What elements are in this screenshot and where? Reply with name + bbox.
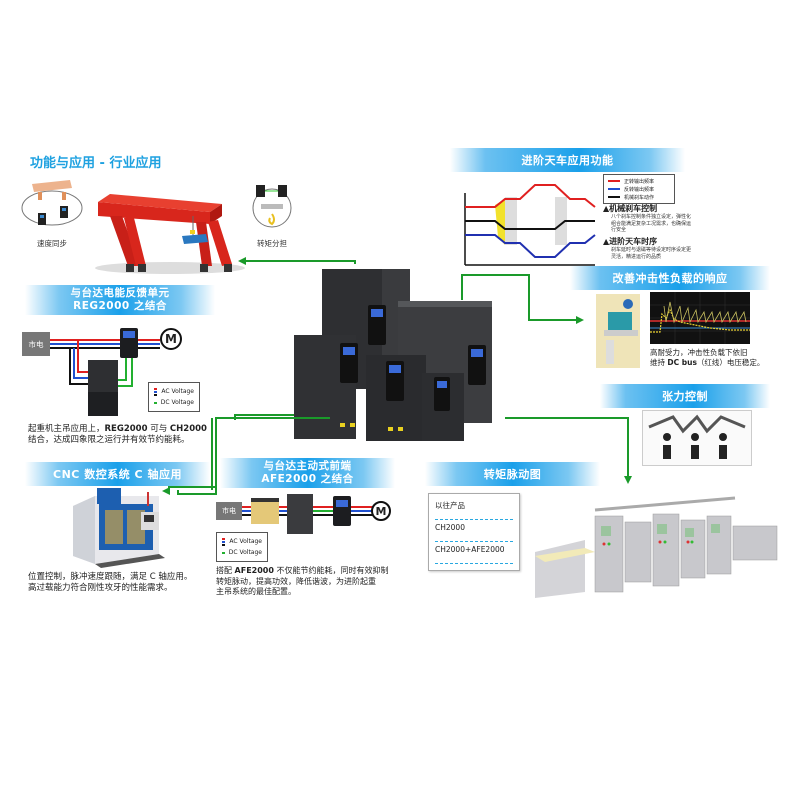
afe2000-legend: AC Voltage DC Voltage	[216, 532, 268, 562]
torque-item-legacy: 以往产品	[435, 498, 513, 520]
torque-ripple-legend: 以往产品 CH2000 CH2000+AFE2000	[428, 493, 520, 571]
legend-dc-label: DC Voltage	[160, 399, 194, 406]
legend-ac-label: AC Voltage	[161, 388, 194, 395]
reg2000-banner: 与台达电能反馈单元 REG2000 之结合	[25, 285, 215, 315]
reg2000-motor-icon: M	[160, 328, 182, 350]
drive-medium-center	[366, 355, 426, 441]
crane-timing-diagram	[464, 184, 596, 266]
afe2000-grid-source-box: 市电	[216, 502, 242, 520]
reg2000-caption: 起重机主吊应用上，REG2000 可与 CH2000 结合，达成四象限之运行并有…	[28, 424, 207, 445]
timing-legend-forward: 正转输出频率	[608, 178, 655, 185]
torque-split-label: 转矩分担	[257, 239, 287, 248]
crane-sequence-text: 刹车延时与退磁等待设定时序设定更灵活，精进运行的品质	[611, 247, 692, 260]
cnc-banner: CNC 数控系统 C 轴应用	[25, 462, 210, 486]
press-machine-image	[596, 294, 640, 368]
advanced-crane-banner: 进阶天车应用功能	[450, 148, 685, 172]
tension-control-image	[642, 410, 752, 466]
brake-control-title: ▲机械刹车控制	[603, 204, 658, 213]
tension-rollers-diagram	[648, 414, 746, 459]
cnc-caption: 位置控制，脉冲速度跟随，满足 C 轴应用。 高过载能力符合刚性攻牙的性能需求。	[28, 572, 193, 593]
legend-dc: DC Voltage	[154, 397, 194, 408]
crane-timing-legend: 正转输出频率 反转输出频率 机械刹车动作	[603, 174, 675, 204]
arrow-head-impact	[576, 316, 584, 324]
torque-ripple-banner: 转矩脉动图	[425, 462, 600, 486]
drive-tall-left	[294, 335, 358, 439]
printing-press-image	[535, 496, 778, 598]
afe-legend-dc-label: DC Voltage	[228, 549, 262, 556]
reg2000-wiring-diagram	[50, 328, 160, 416]
legend-ac: AC Voltage	[154, 386, 194, 397]
crane-sequence-note: ▲进阶天车时序 刹车延时与退磁等待设定时序设定更灵活，精进运行的品质	[603, 237, 693, 260]
page-title: 功能与应用 - 行业应用	[30, 156, 162, 171]
timing-legend-brake: 机械刹车动作	[608, 194, 655, 201]
afe-legend-ac: AC Voltage	[222, 536, 262, 547]
crane-illustration	[21, 180, 292, 274]
afe2000-wiring-diagram	[241, 494, 375, 534]
tension-banner: 张力控制	[600, 384, 770, 408]
afe2000-caption: 搭配 AFE2000 不仅能节约能耗，同时有效抑制 转矩脉动，提高功效，降低谐波…	[216, 566, 389, 596]
brake-control-note: ▲机械刹车控制 八个刹车控制条件独立设定，弹性化组合能满足复杂工况需求，也确保运…	[603, 204, 693, 234]
dc-bus-waveform	[650, 292, 750, 344]
torque-split-diagram	[252, 185, 292, 228]
torque-item-ch2000-afe2000: CH2000+AFE2000	[435, 542, 513, 564]
reg2000-banner-line2: REG2000 之结合	[73, 300, 167, 312]
cnc-machine-image	[73, 488, 165, 568]
impact-load-caption: 高耐受力，冲击性负载下依旧 维持 DC bus（红线）电压稳定。	[650, 348, 765, 367]
afe-legend-ac-label: AC Voltage	[229, 538, 262, 545]
drive-small-front	[422, 373, 464, 441]
reg2000-grid-source-box: 市电	[22, 332, 50, 356]
afe2000-motor-icon: M	[371, 501, 391, 521]
speed-sync-label: 速度同步	[37, 239, 67, 248]
afe2000-unit	[287, 494, 313, 534]
torque-item-ch2000: CH2000	[435, 520, 513, 542]
gantry-crane-icon	[95, 194, 245, 274]
reg2000-legend: AC Voltage DC Voltage	[148, 382, 200, 412]
afe2000-banner-line2: AFE2000 之结合	[261, 473, 354, 485]
reg2000-banner-line1: 与台达电能反馈单元	[70, 287, 170, 299]
connector-to-reg2000	[234, 414, 294, 420]
timing-legend-reverse: 反转输出频率	[608, 186, 655, 193]
afe2000-banner-line1: 与台达主动式前端	[263, 460, 352, 472]
reg2000-grid-label: 市电	[28, 339, 44, 349]
crane-sequence-title: ▲进阶天车时序	[603, 237, 658, 246]
afe2000-grid-label: 市电	[222, 507, 236, 515]
speed-sync-diagram	[21, 180, 83, 226]
afe-legend-dc: DC Voltage	[222, 547, 262, 558]
brake-control-text: 八个刹车控制条件独立设定，弹性化组合能满足复杂工况需求，也确保运行安全	[611, 214, 692, 233]
afe2000-banner: 与台达主动式前端 AFE2000 之结合	[220, 458, 395, 488]
arrow-head-torque	[624, 476, 632, 484]
reactor-icon	[251, 498, 279, 524]
impact-load-banner: 改善冲击性负载的响应	[570, 266, 770, 290]
drive-products-image	[294, 269, 492, 441]
